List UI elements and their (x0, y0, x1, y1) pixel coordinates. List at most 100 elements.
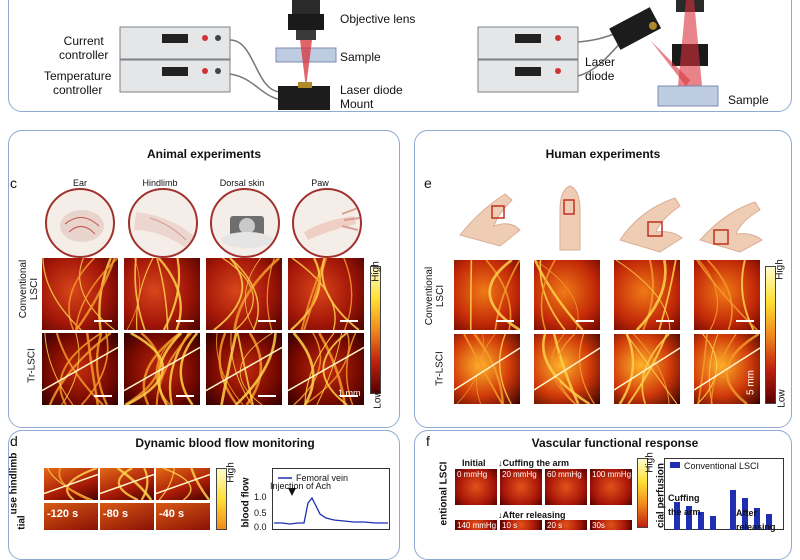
human-colorbar-high: High (774, 259, 786, 280)
paw-photo (292, 188, 362, 258)
panel-letter-e: e (424, 175, 432, 191)
vascular-colorbar (637, 458, 648, 528)
hindlimb-photo (128, 188, 198, 258)
scale-bar (656, 320, 674, 322)
sample-label-left: Sample (340, 50, 381, 64)
vascular-tile-label: 60 mmHg (547, 470, 582, 479)
panel-letter-f: f (426, 433, 430, 449)
scale-bar (340, 395, 358, 397)
current-controller-box (119, 26, 231, 60)
human-tr-tile-1 (454, 334, 520, 404)
vascular-tile-label: 10 s (502, 521, 518, 530)
human-colorbar-low: Low (776, 389, 788, 408)
scale-bar (576, 320, 594, 322)
animal-colorbar-high: High (370, 261, 382, 282)
vascular-tile-7: 20 s (545, 520, 587, 530)
vascular-tile-2: 20 mmHg (500, 469, 542, 505)
tr-tile-2 (124, 333, 200, 405)
scale-bar (176, 395, 194, 397)
animal-colorbar-low: Low (372, 390, 384, 409)
dynamic-ylabel: blood flow (240, 477, 252, 528)
vascular-tile-3: 60 mmHg (545, 469, 587, 505)
dynamic-title: Dynamic blood flow monitoring (135, 436, 315, 450)
human-conventional-tile-1 (454, 260, 520, 330)
dynamic-top-tile-1 (44, 468, 98, 500)
animal-colorbar (370, 266, 381, 394)
vascular-tile-label: 20 s (547, 521, 563, 530)
col-label-ear: Ear (72, 178, 87, 188)
animal-panel (8, 130, 400, 428)
col-label-paw: Paw (311, 178, 329, 188)
human-conventional-tile-3 (614, 260, 680, 330)
temperature-controller-box (119, 59, 231, 93)
laser-diode-label: Laser diode (585, 55, 616, 83)
hand-photos (459, 185, 763, 253)
dynamic-ytick-3: 0.0 (254, 522, 267, 532)
panel-letter-c: c (10, 175, 17, 191)
vascular-tile-label: 140 mmHg (457, 521, 497, 530)
col-label-dorsal: Dorsal skin (219, 178, 265, 188)
vascular-tile-label: 0 mmHg (457, 470, 488, 479)
scale-bar (94, 320, 112, 322)
dynamic-time-label: -120 s (47, 508, 79, 520)
vascular-bars (674, 490, 772, 530)
human-conventional-tile-2 (534, 260, 600, 330)
laser-mount-label: Laser diode Mount (340, 83, 403, 111)
col-label-hindlimb: Hindlimb (142, 178, 178, 188)
conventional-tile-3 (206, 258, 282, 330)
human-tr-tile-4 (694, 334, 760, 404)
dynamic-row-label: tial (16, 515, 28, 530)
ear-photo (45, 188, 115, 258)
vascular-colorbar-high: High (644, 452, 656, 473)
scale-bar (176, 320, 194, 322)
temperature-controller-label: Temperature controller (44, 69, 112, 97)
human-colorbar (765, 266, 776, 404)
scale-bar (258, 320, 276, 322)
panel-letter-d: d (10, 433, 18, 449)
current-controller-label: Current controller (59, 34, 109, 62)
row-label-conventional: Conventional LSCI (18, 259, 40, 319)
human-tr-tile-2 (534, 334, 600, 404)
dynamic-top-tile-3 (156, 468, 210, 500)
tr-tile-1 (42, 333, 118, 405)
vascular-tile-4: 100 mmHg (590, 469, 632, 505)
human-title: Human experiments (545, 147, 661, 161)
human-row-label-conventional: Conventional LSCI (424, 266, 446, 326)
human-scale-label: 5 mm (745, 370, 757, 395)
vascular-tile-label: 100 mmHg (592, 470, 632, 479)
dynamic-bottom-tile-1: -120 s (44, 503, 98, 530)
dynamic-top-tile-2 (100, 468, 154, 500)
conventional-tile-1 (42, 258, 118, 330)
vascular-annot-cuff: Cuffing the arm (668, 493, 701, 517)
scale-bar (340, 320, 358, 322)
human-panel (414, 130, 792, 428)
vascular-cuffing-label: ↓Cuffing the arm (498, 458, 569, 468)
injection-arrow (288, 488, 296, 496)
scale-bar (736, 320, 754, 322)
dynamic-colorbar-high: High (225, 462, 237, 483)
dorsal-skin-photo (210, 188, 280, 258)
scale-bar (496, 320, 514, 322)
human-conventional-tile-4 (694, 260, 760, 330)
femoral-vein-series (274, 496, 388, 525)
dynamic-ytick-2: 0.5 (254, 508, 267, 518)
vascular-tile-5: 140 mmHg (455, 520, 497, 530)
dynamic-time-label: -40 s (159, 508, 185, 520)
row-label-tr: Tr-LSCI (26, 348, 38, 383)
vascular-after-label: ↓After releasing (498, 510, 566, 520)
vascular-tile-1: 0 mmHg (455, 469, 497, 505)
dynamic-bottom-tile-3: -40 s (156, 503, 210, 530)
tr-tile-4 (288, 333, 364, 405)
vascular-tile-label: 30s (592, 521, 605, 530)
vascular-legend-label: Conventional LSCI (684, 461, 760, 471)
vascular-side-label: entional LSCI (438, 461, 450, 526)
setup-frame (8, 0, 792, 112)
vascular-initial-label: Initial (462, 458, 486, 468)
dynamic-ytick-1: 1.0 (254, 492, 267, 502)
vascular-title: Vascular functional response (531, 436, 699, 450)
dynamic-time-label: -80 s (103, 508, 129, 520)
tr-tile-3 (206, 333, 282, 405)
animal-title: Animal experiments (146, 147, 262, 161)
vascular-tile-label: 20 mmHg (502, 470, 537, 479)
conventional-tile-2 (124, 258, 200, 330)
